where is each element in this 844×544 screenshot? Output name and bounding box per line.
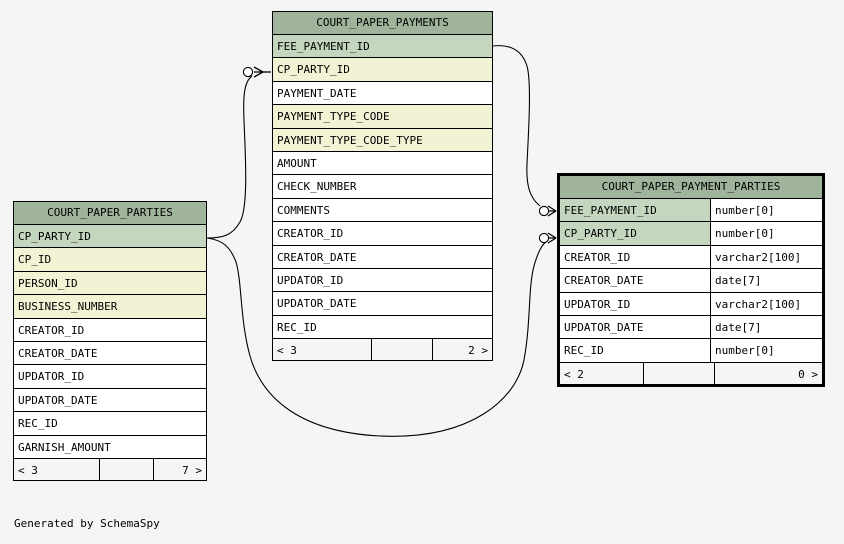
link-parties-to-payments [206, 75, 253, 239]
column-type: varchar2[100] [710, 292, 822, 315]
table-row[interactable]: CREATOR_ID [14, 318, 206, 342]
column-name: CREATOR_DATE [273, 245, 492, 268]
column-name: REC_ID [560, 339, 710, 362]
footer-next-count[interactable]: 0 > [798, 367, 818, 381]
table-row[interactable]: PERSON_ID [14, 271, 206, 296]
column-name: PAYMENT_TYPE_CODE [273, 105, 492, 128]
table-row[interactable]: COMMENTS [273, 198, 492, 223]
column-name: PAYMENT_DATE [273, 81, 492, 105]
generated-by-caption: Generated by SchemaSpy [14, 517, 160, 530]
footer-next-count[interactable]: 7 > [182, 463, 202, 477]
column-type: varchar2[100] [710, 245, 822, 269]
table-row[interactable]: UPDATOR_ID [14, 365, 206, 389]
table-title: COURT_PAPER_PAYMENTS [273, 12, 492, 35]
table-row[interactable]: UPDATOR_ID [273, 268, 492, 293]
column-type: date[7] [710, 315, 822, 339]
table-court-paper-parties[interactable]: COURT_PAPER_PARTIES CP_PARTY_ID CP_ID PE… [13, 201, 207, 481]
table-row[interactable]: REC_ID [14, 412, 206, 436]
footer-middle [100, 458, 155, 480]
column-name: CP_ID [14, 248, 206, 271]
column-name: UPDATOR_ID [560, 292, 710, 315]
table-row[interactable]: CREATOR_DATE [14, 341, 206, 366]
column-name: PERSON_ID [14, 271, 206, 295]
marker-payment-parties-cp-party-id [538, 232, 557, 244]
table-footer: < 3 7 > [14, 458, 206, 480]
table-row[interactable]: CHECK_NUMBER [273, 175, 492, 199]
table-row[interactable]: CREATOR_ID varchar2[100] [560, 245, 822, 270]
column-name: CP_PARTY_ID [273, 58, 492, 81]
footer-middle [644, 362, 715, 384]
column-name: UPDATOR_ID [273, 268, 492, 292]
column-type: number[0] [710, 222, 822, 245]
table-court-paper-payments[interactable]: COURT_PAPER_PAYMENTS FEE_PAYMENT_ID CP_P… [272, 11, 493, 362]
link-payments-to-payment-parties [492, 45, 541, 207]
footer-prev-count[interactable]: < 3 [14, 458, 101, 480]
table-row[interactable]: REC_ID [273, 315, 492, 340]
column-name: UPDATOR_ID [14, 365, 206, 388]
table-row[interactable]: GARNISH_AMOUNT [14, 435, 206, 459]
table-row[interactable]: FEE_PAYMENT_ID number[0] [560, 199, 822, 223]
column-name: UPDATOR_DATE [273, 292, 492, 315]
column-name: GARNISH_AMOUNT [14, 435, 206, 458]
table-row[interactable]: CP_PARTY_ID [14, 225, 206, 249]
column-name: REC_ID [14, 412, 206, 435]
column-name: REC_ID [273, 315, 492, 339]
table-court-paper-payment-parties[interactable]: COURT_PAPER_PAYMENT_PARTIES FEE_PAYMENT_… [557, 173, 825, 387]
table-row[interactable]: FEE_PAYMENT_ID [273, 35, 492, 59]
column-name: CHECK_NUMBER [273, 175, 492, 198]
footer-prev-count[interactable]: < 2 [560, 362, 644, 384]
column-name: UPDATOR_DATE [560, 315, 710, 339]
column-type: date[7] [710, 269, 822, 292]
table-row[interactable]: CREATOR_DATE date[7] [560, 269, 822, 293]
table-footer: < 2 0 > [560, 362, 822, 384]
column-type: number[0] [710, 199, 822, 222]
column-name: CP_PARTY_ID [14, 225, 206, 248]
column-name: BUSINESS_NUMBER [14, 295, 206, 318]
table-title: COURT_PAPER_PAYMENT_PARTIES [560, 176, 822, 199]
column-name: COMMENTS [273, 198, 492, 222]
table-title: COURT_PAPER_PARTIES [14, 202, 206, 225]
table-row[interactable]: UPDATOR_DATE [14, 388, 206, 413]
column-name: FEE_PAYMENT_ID [273, 35, 492, 58]
column-name: CREATOR_DATE [560, 269, 710, 292]
column-name: UPDATOR_DATE [14, 388, 206, 412]
table-row[interactable]: CP_ID [14, 248, 206, 272]
column-name: PAYMENT_TYPE_CODE_TYPE [273, 128, 492, 151]
column-name: CP_PARTY_ID [560, 222, 710, 245]
table-footer: < 3 2 > [273, 339, 492, 361]
column-name: FEE_PAYMENT_ID [560, 199, 710, 222]
table-row[interactable]: UPDATOR_DATE date[7] [560, 315, 822, 340]
marker-payments-cp-party-id [242, 66, 271, 78]
table-row[interactable]: CREATOR_DATE [273, 245, 492, 269]
table-row[interactable]: CP_PARTY_ID [273, 58, 492, 82]
column-name: CREATOR_DATE [14, 341, 206, 365]
table-row[interactable]: PAYMENT_DATE [273, 81, 492, 106]
table-row[interactable]: REC_ID number[0] [560, 339, 822, 363]
table-row[interactable]: UPDATOR_ID varchar2[100] [560, 292, 822, 316]
column-name: CREATOR_ID [14, 318, 206, 341]
table-row[interactable]: CREATOR_ID [273, 222, 492, 246]
table-row[interactable]: PAYMENT_TYPE_CODE_TYPE [273, 128, 492, 152]
footer-middle [372, 339, 433, 361]
table-row[interactable]: CP_PARTY_ID number[0] [560, 222, 822, 246]
table-row[interactable]: PAYMENT_TYPE_CODE [273, 105, 492, 129]
table-row[interactable]: BUSINESS_NUMBER [14, 295, 206, 319]
marker-payment-parties-fee-payment-id [538, 205, 557, 217]
footer-prev-count[interactable]: < 3 [273, 339, 372, 361]
footer-next-count[interactable]: 2 > [468, 344, 488, 358]
column-name: AMOUNT [273, 151, 492, 175]
column-name: CREATOR_ID [560, 245, 710, 269]
column-type: number[0] [710, 339, 822, 362]
column-name: CREATOR_ID [273, 222, 492, 245]
table-row[interactable]: AMOUNT [273, 151, 492, 176]
table-row[interactable]: UPDATOR_DATE [273, 292, 492, 316]
